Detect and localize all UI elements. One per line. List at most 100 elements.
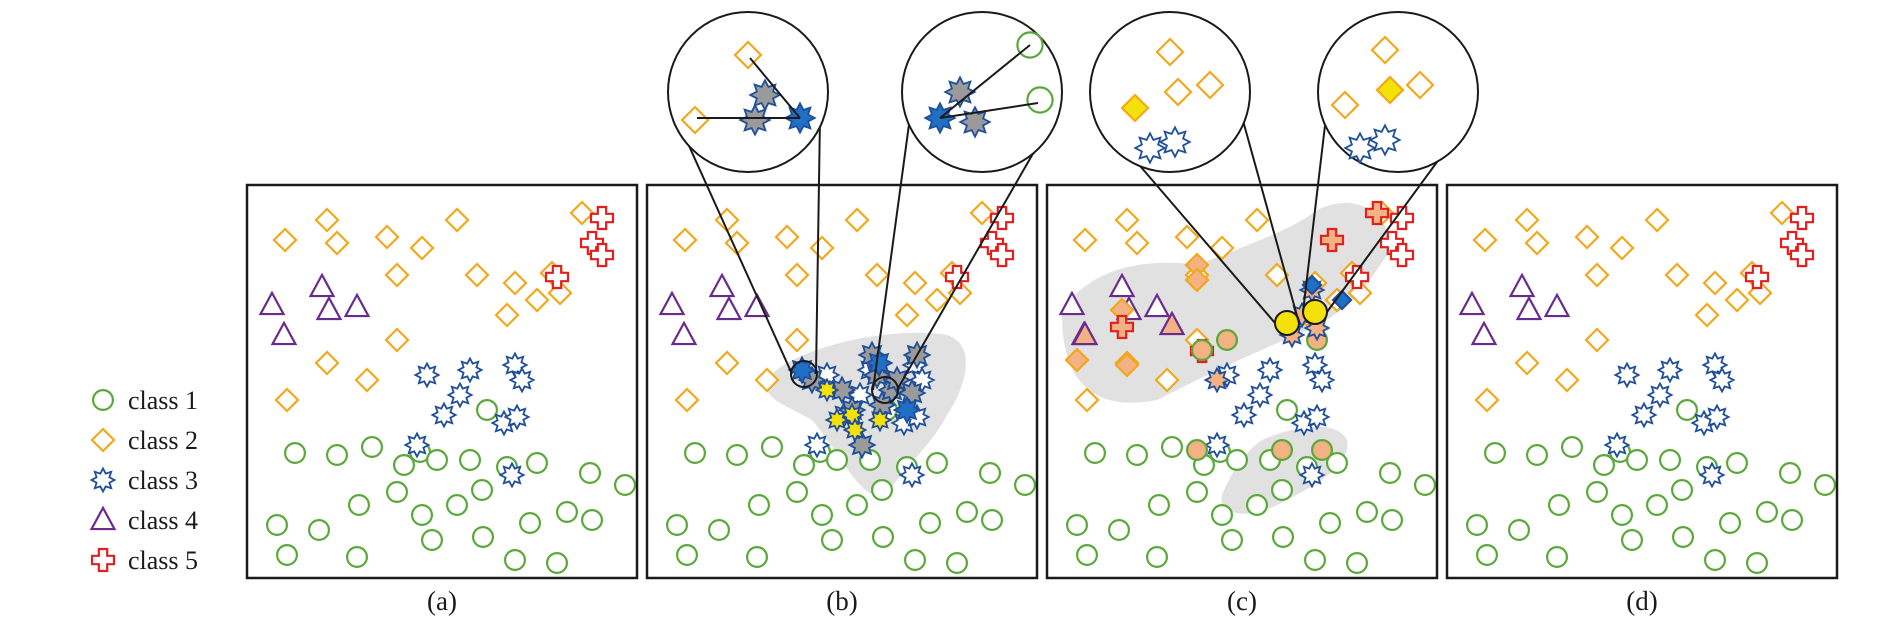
class3-marker — [842, 417, 868, 443]
class3-marker — [738, 103, 772, 137]
class1-marker — [1525, 444, 1548, 467]
class2-marker — [1694, 302, 1720, 328]
class1-marker — [1547, 494, 1570, 517]
class1-marker — [666, 514, 688, 537]
class1-marker — [919, 512, 942, 535]
class1-marker — [1704, 549, 1727, 572]
focus-point — [1302, 299, 1328, 325]
zoom-insets — [667, 11, 1479, 391]
class1-marker — [760, 436, 783, 459]
class2-marker — [524, 287, 550, 313]
class1-marker — [1466, 514, 1488, 537]
class2-marker — [409, 235, 435, 261]
highlight-region — [1062, 202, 1389, 403]
class1-marker — [1671, 479, 1694, 502]
class1-marker — [793, 454, 816, 477]
class2-marker — [809, 235, 835, 261]
class1-marker — [472, 526, 495, 549]
class3-marker — [1246, 381, 1274, 409]
legend-item-3: class 3 — [89, 466, 198, 495]
legend-label: class 4 — [128, 506, 198, 535]
class4-marker — [670, 320, 698, 346]
focus-point — [1274, 310, 1300, 336]
class2-marker — [674, 387, 700, 413]
class3-marker — [1603, 431, 1631, 459]
class5-marker — [1389, 242, 1415, 268]
class4-marker — [1470, 320, 1498, 346]
class5-marker — [944, 264, 970, 290]
class1-marker — [476, 399, 499, 422]
class2-marker — [502, 270, 528, 296]
class2-marker — [1330, 90, 1360, 120]
class5-marker — [1789, 242, 1815, 268]
class1-marker — [1781, 509, 1804, 532]
class1-marker — [1626, 449, 1649, 472]
panel-label-3: (c) — [1227, 586, 1257, 616]
class3-marker — [892, 395, 922, 425]
class1-marker — [91, 389, 114, 412]
class1-marker — [1545, 546, 1568, 569]
class1-marker — [1672, 526, 1695, 549]
class2-marker — [374, 224, 400, 250]
class1-marker — [307, 519, 330, 542]
class1-marker — [1726, 452, 1749, 475]
class1-marker — [956, 501, 979, 524]
class2-marker — [494, 302, 520, 328]
class1-marker — [1719, 512, 1742, 535]
class5-marker — [1109, 314, 1135, 340]
class1-marker — [1311, 439, 1334, 462]
class1-marker — [871, 479, 894, 502]
class1-marker — [1014, 474, 1037, 497]
panel-a — [245, 183, 639, 580]
class3-marker — [498, 461, 526, 489]
class4-marker — [1508, 272, 1536, 298]
class2-marker — [1174, 224, 1200, 250]
class3-marker — [446, 381, 474, 409]
zoom-inset-b-left — [667, 11, 829, 375]
class1-marker — [725, 444, 748, 467]
class1-marker — [1507, 519, 1530, 542]
class1-marker — [981, 509, 1004, 532]
class1-marker — [1560, 436, 1583, 459]
class1-marker — [676, 544, 698, 567]
class1-marker — [821, 529, 844, 552]
class3-marker — [943, 75, 977, 109]
class1-marker — [1676, 399, 1699, 422]
panel-frame — [645, 183, 1039, 580]
class1-marker — [707, 519, 730, 542]
panel-frame — [245, 183, 639, 580]
class4-marker — [308, 272, 336, 298]
class2-marker — [864, 262, 890, 288]
class3-marker — [864, 348, 894, 378]
class1-marker — [581, 509, 604, 532]
panel-label-2: (b) — [826, 586, 857, 616]
class1-marker — [1107, 519, 1130, 542]
class1-marker — [1779, 462, 1802, 485]
class3-marker — [1230, 401, 1258, 429]
class1-marker — [872, 526, 895, 549]
class2-marker — [1644, 207, 1670, 233]
class2-marker — [924, 287, 950, 313]
class1-marker — [411, 504, 434, 527]
class1-marker — [360, 436, 383, 459]
class1-marker — [1414, 474, 1437, 497]
class2-marker — [1184, 267, 1210, 293]
class5-marker — [989, 205, 1015, 231]
class1-marker — [426, 449, 449, 472]
class2-marker — [1154, 367, 1180, 393]
class1-marker — [504, 549, 527, 572]
class1-marker — [283, 442, 306, 465]
class2-marker — [1072, 227, 1098, 253]
class1-marker — [1271, 439, 1294, 462]
class1-marker — [979, 462, 1002, 485]
distance-arrow — [749, 57, 801, 119]
class1-marker — [1191, 339, 1214, 362]
class1-marker — [1379, 462, 1402, 485]
panel-c — [1045, 183, 1439, 580]
class1-marker — [1147, 494, 1170, 517]
class2-marker — [969, 200, 995, 226]
zoom-inset-b-right — [872, 11, 1063, 391]
panel-label-1: (a) — [427, 586, 457, 616]
